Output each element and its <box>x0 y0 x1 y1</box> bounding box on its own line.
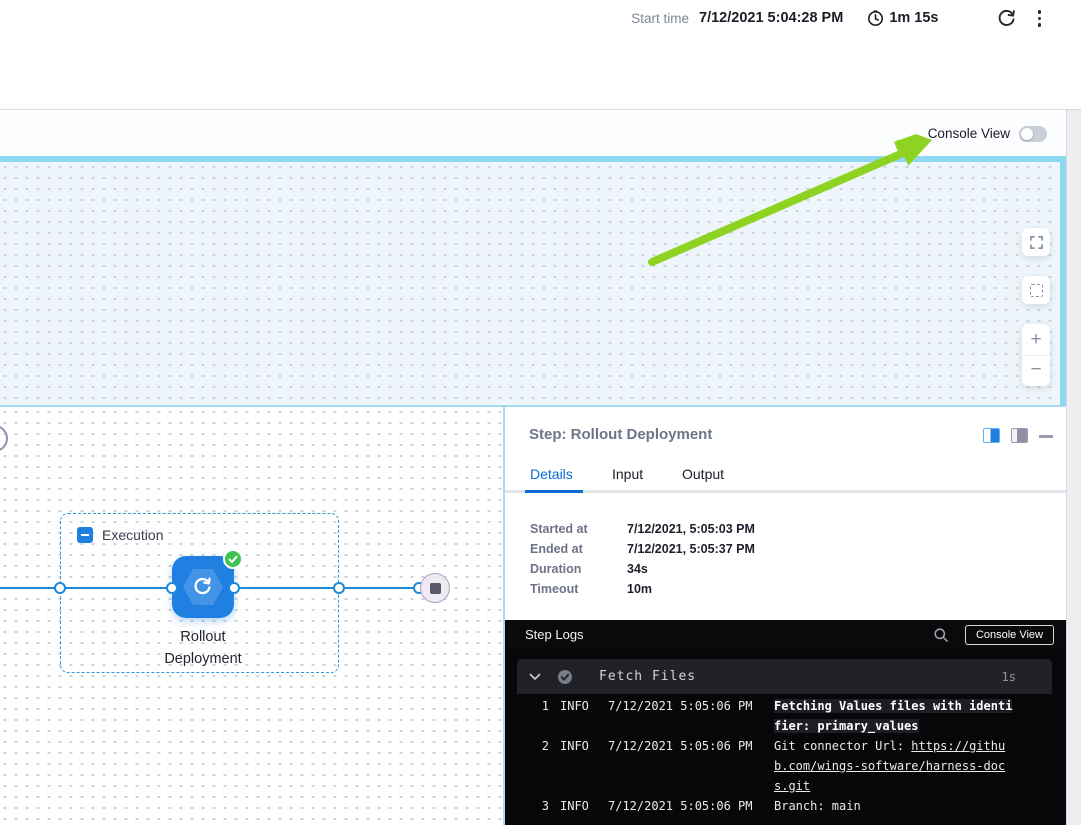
detail-value: 10m <box>627 582 652 596</box>
kebab-menu-button[interactable] <box>1036 8 1044 29</box>
stage-toolbar: Console View <box>0 111 1066 156</box>
zoom-out-button[interactable]: − <box>1022 356 1050 384</box>
fullscreen-button[interactable] <box>1022 228 1050 256</box>
log-group-header[interactable]: Fetch Files 1s <box>517 659 1052 694</box>
detail-row: Duration34s <box>530 559 755 579</box>
group-success-icon <box>557 669 573 685</box>
search-icon <box>933 627 949 643</box>
detail-label: Started at <box>530 522 627 536</box>
refresh-button[interactable] <box>997 9 1016 28</box>
panel-title: Step: Rollout Deployment <box>529 426 712 443</box>
console-view-toggle[interactable] <box>1019 126 1047 142</box>
log-group-duration: 1s <box>1002 670 1016 684</box>
connector-dot <box>228 582 240 594</box>
step-logs-title: Step Logs <box>525 627 584 642</box>
page-scrollbar-track[interactable] <box>1066 110 1081 825</box>
detail-row: Ended at7/12/2021, 5:05:37 PM <box>530 539 755 559</box>
detail-row: Started at7/12/2021, 5:05:03 PM <box>530 519 755 539</box>
node-label: Rollout Deployment <box>143 626 263 670</box>
connector-dot <box>54 582 66 594</box>
step-logs-section: Step Logs Console View <box>505 620 1066 825</box>
pipeline-canvas-top[interactable]: + − <box>0 162 1060 405</box>
console-view-label: Console View <box>928 126 1010 141</box>
tab-details[interactable]: Details <box>530 466 573 482</box>
rollout-deployment-node[interactable] <box>172 556 234 618</box>
tab-divider <box>505 490 1066 493</box>
connector-dot <box>333 582 345 594</box>
chevron-down-icon[interactable] <box>529 673 541 681</box>
log-line: 2INFO7/12/2021 5:05:06 PMGit connector U… <box>517 736 1052 796</box>
node-hexagon <box>183 567 223 607</box>
connector-dot <box>166 582 178 594</box>
stop-icon <box>430 583 441 594</box>
log-search-button[interactable] <box>933 627 949 643</box>
start-node-partial <box>0 425 8 452</box>
rollout-refresh-icon <box>192 576 214 598</box>
fit-selection-button[interactable] <box>1022 276 1050 304</box>
panel-view-icon[interactable] <box>1011 428 1028 443</box>
detail-value: 7/12/2021, 5:05:37 PM <box>627 542 755 556</box>
detail-label: Duration <box>530 562 627 576</box>
split-view-icon[interactable] <box>983 428 1000 443</box>
log-lines: 1INFO7/12/2021 5:05:06 PMFetching Values… <box>517 696 1052 816</box>
fullscreen-icon <box>1029 235 1044 250</box>
tab-output[interactable]: Output <box>682 466 724 482</box>
pipeline-end-node[interactable] <box>420 573 450 603</box>
zoom-in-button[interactable]: + <box>1022 326 1050 354</box>
pipeline-canvas-bottom[interactable]: Execution Rollout Deployment <box>0 407 503 825</box>
step-details-panel: Step: Rollout Deployment Details Input O… <box>505 407 1066 825</box>
detail-row: Timeout10m <box>530 579 755 599</box>
start-time-value: 7/12/2021 5:04:28 PM <box>699 10 843 26</box>
collapse-group-button[interactable] <box>77 527 93 543</box>
step-logs-header: Step Logs Console View <box>505 620 1066 649</box>
log-line: 1INFO7/12/2021 5:05:06 PMFetching Values… <box>517 696 1052 736</box>
start-time-label: Start time <box>631 11 689 26</box>
refresh-icon <box>997 9 1016 28</box>
top-header: Start time 7/12/2021 5:04:28 PM 1m 15s <box>0 0 1081 110</box>
marquee-icon <box>1030 284 1043 297</box>
clock-icon <box>867 10 884 27</box>
details-list: Started at7/12/2021, 5:05:03 PMEnded at7… <box>530 519 755 599</box>
zoom-controls: + − <box>1022 324 1050 386</box>
detail-label: Ended at <box>530 542 627 556</box>
detail-value: 7/12/2021, 5:05:03 PM <box>627 522 755 536</box>
tab-input[interactable]: Input <box>612 466 643 482</box>
minimize-panel-icon[interactable] <box>1039 435 1053 438</box>
log-link[interactable]: https://github.com/wings-software/harnes… <box>774 739 1005 793</box>
logs-body[interactable]: Fetch Files 1s 1INFO7/12/2021 5:05:06 PM… <box>505 649 1066 825</box>
success-badge-icon <box>223 549 243 569</box>
console-view-button[interactable]: Console View <box>965 625 1054 645</box>
elapsed-duration: 1m 15s <box>889 10 938 26</box>
detail-value: 34s <box>627 562 648 576</box>
detail-label: Timeout <box>530 582 627 596</box>
active-tab-underline <box>525 490 583 493</box>
log-group-name: Fetch Files <box>599 669 696 684</box>
log-line: 3INFO7/12/2021 5:05:06 PMBranch: main <box>517 796 1052 816</box>
toggle-knob <box>1021 128 1033 140</box>
execution-group-label: Execution <box>102 527 163 543</box>
